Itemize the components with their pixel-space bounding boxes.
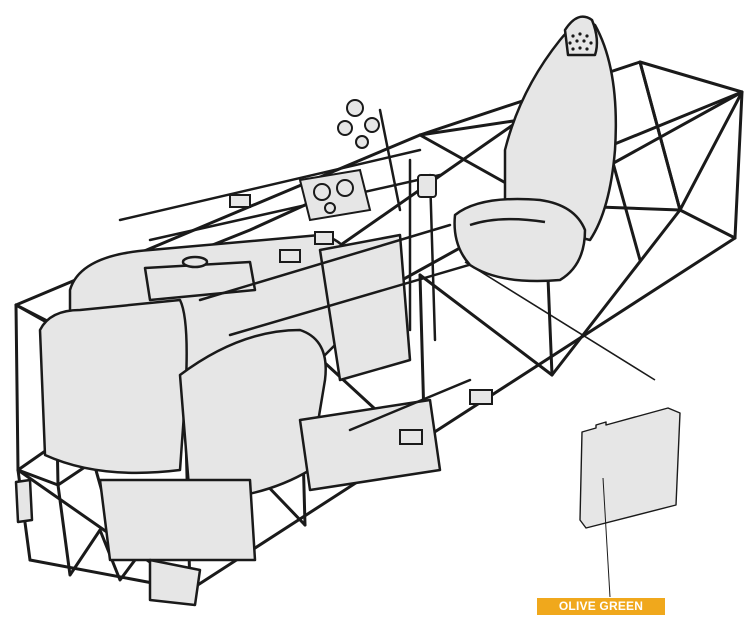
engine-block (14, 233, 442, 607)
callout (464, 261, 681, 615)
label-tag-background (537, 598, 665, 615)
color-label: OLIVE GREEN (558, 599, 644, 613)
label-leader (602, 477, 611, 598)
color-swatch-panel (579, 407, 681, 529)
leader-line (464, 261, 656, 381)
seat (453, 15, 618, 283)
instrument-cluster (229, 99, 493, 445)
headrest-rivets (568, 32, 593, 51)
control-linkage (118, 108, 522, 432)
